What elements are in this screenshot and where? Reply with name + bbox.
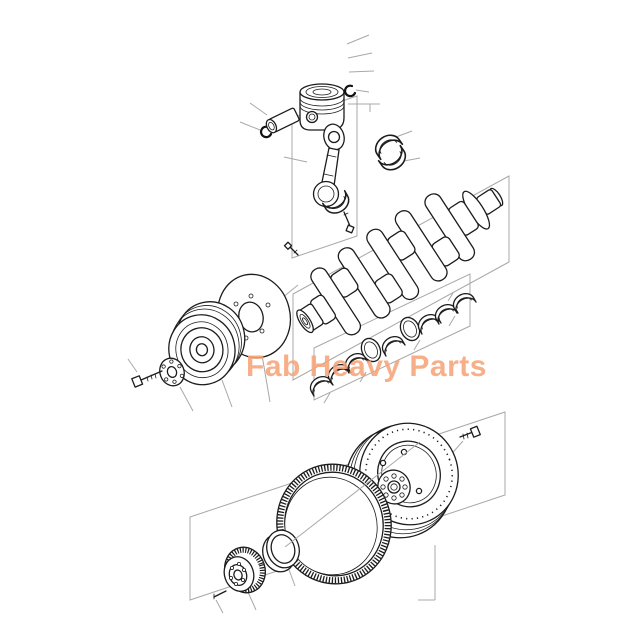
seal-collar [262, 529, 300, 573]
connecting-rod-bearing-shells [370, 129, 411, 176]
piston [299, 83, 345, 131]
flywheel-ring-gear [276, 463, 392, 585]
pulley-bolt [131, 370, 163, 388]
piston-pin [265, 107, 300, 134]
crankshaft-front-bolt [283, 241, 299, 256]
connecting-rod [312, 123, 345, 208]
piston-pin-circlips [259, 84, 357, 139]
leader-lines [127, 34, 464, 614]
crankshaft [296, 187, 504, 336]
washer [159, 357, 185, 387]
leader-lines-front [284, 441, 436, 601]
dowel-pin [213, 590, 227, 600]
connecting-rod-bolt [343, 211, 355, 234]
watermark-text: Fab Heavy Parts [246, 350, 487, 383]
crankshaft-pulley [168, 301, 246, 386]
piston-rings [300, 37, 348, 90]
crankshaft-gear [223, 546, 266, 594]
flywheel-bolt [459, 425, 481, 440]
